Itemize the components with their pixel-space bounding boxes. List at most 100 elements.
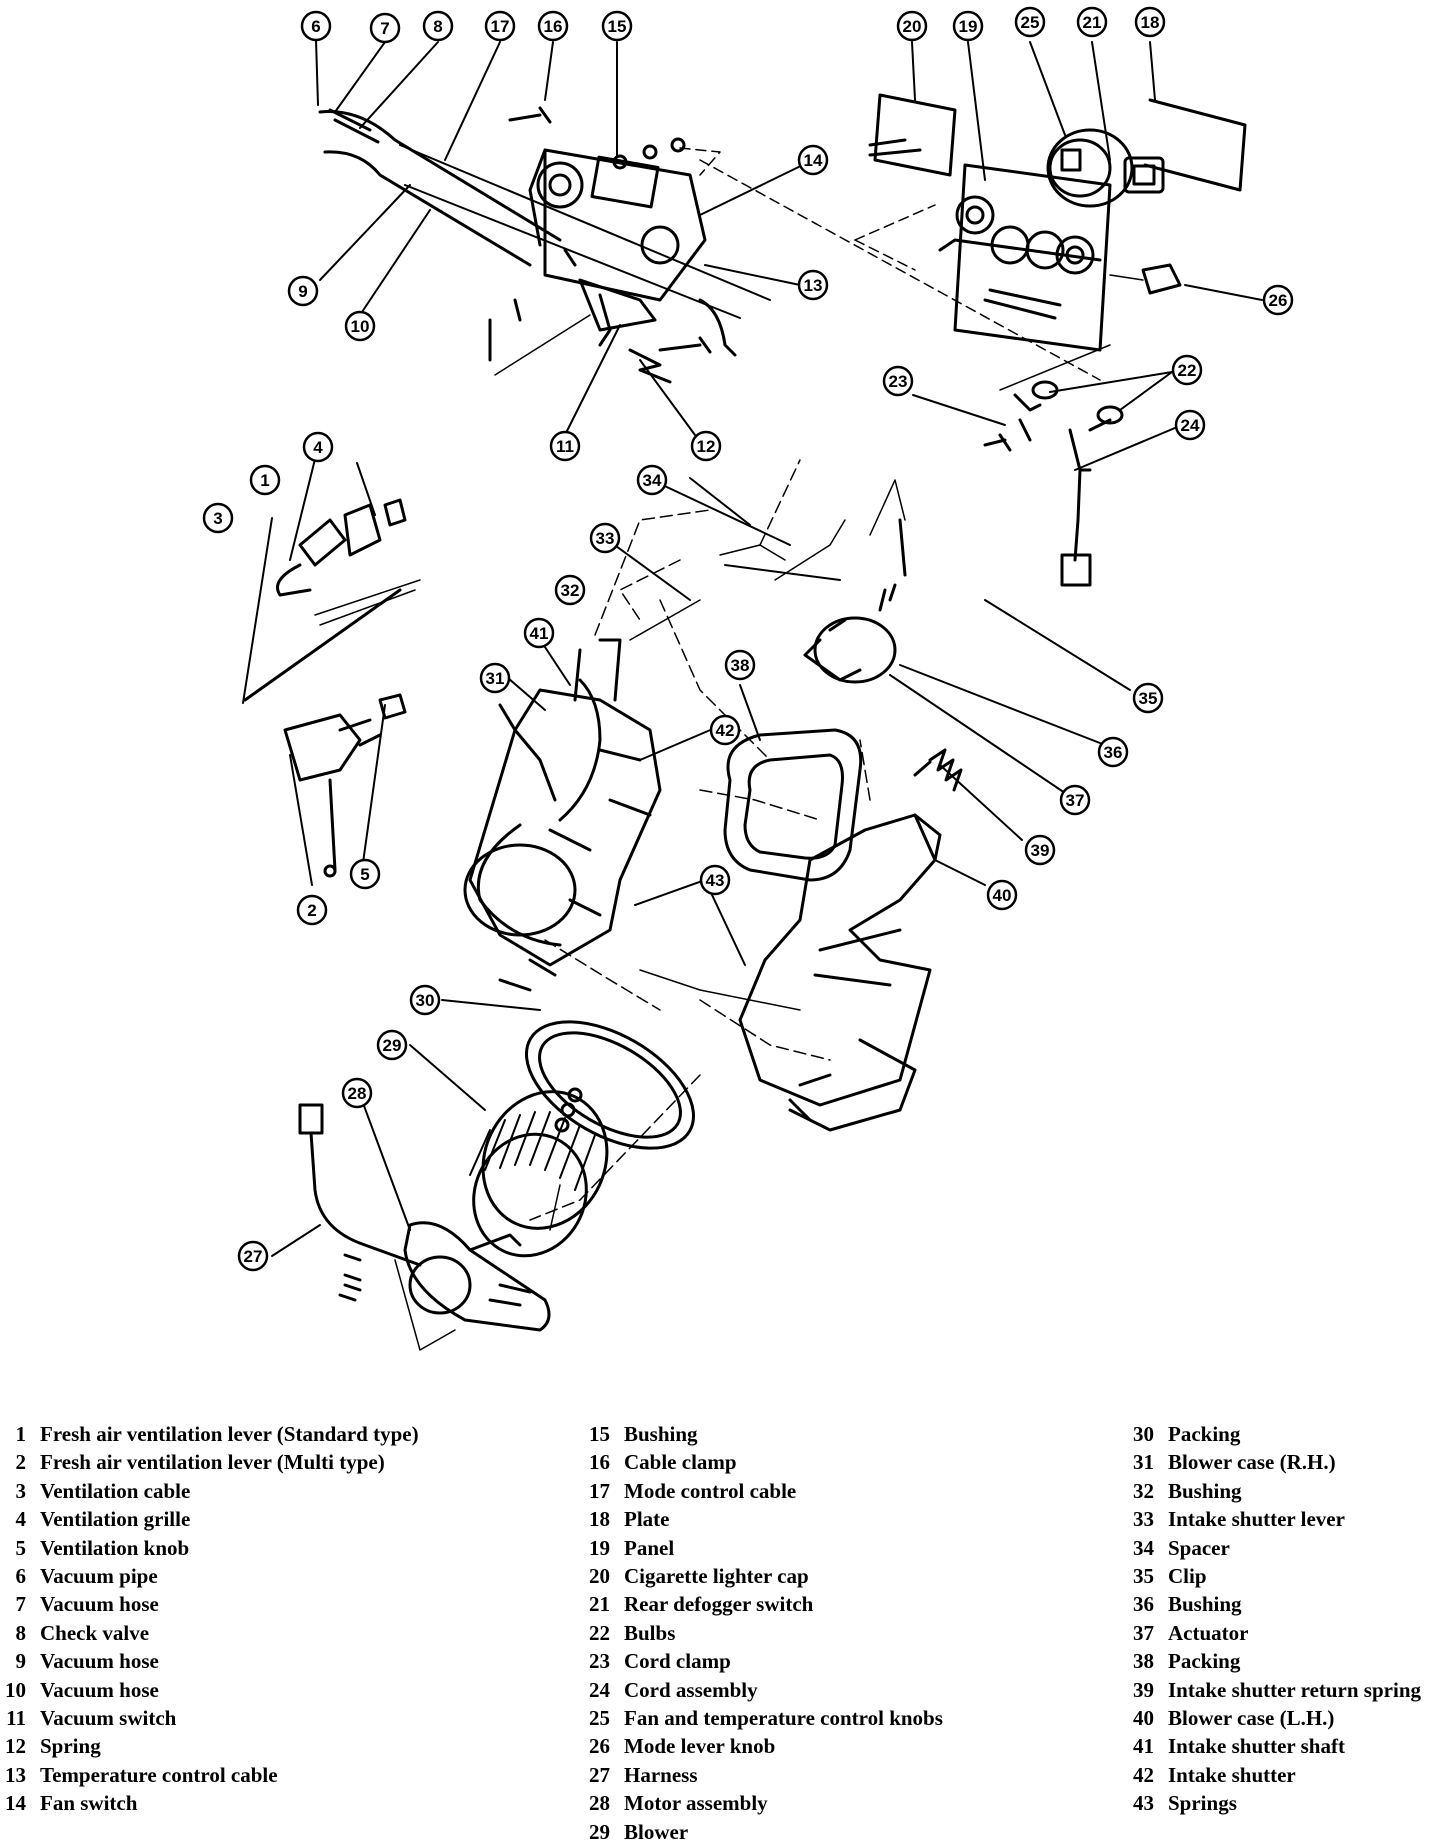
legend-item-number: 24 [589, 1677, 610, 1702]
callout-32: 32 [554, 574, 586, 606]
legend-item-number: 12 [5, 1734, 26, 1759]
callout-38: 38 [724, 649, 756, 681]
callout-17: 17 [484, 10, 516, 42]
legend-item-number: 37 [1133, 1620, 1154, 1645]
legend-item-number: 10 [5, 1677, 26, 1702]
legend-item-text: Intake shutter shaft [1168, 1734, 1345, 1759]
return-spring-drawing [913, 748, 963, 792]
callout-label: 12 [697, 437, 716, 456]
callout-label: 28 [348, 1084, 367, 1103]
legend-item-number: 5 [15, 1535, 27, 1560]
callout-22: 22 [1171, 354, 1203, 386]
legend-item-text: Fan and temperature control knobs [624, 1706, 943, 1730]
packing-drawing [723, 728, 863, 882]
callout-43: 43 [699, 864, 731, 896]
callout-label: 35 [1139, 689, 1158, 708]
callout-21: 21 [1076, 6, 1108, 38]
legend-item-number: 16 [589, 1450, 610, 1475]
packing-ring-drawing [524, 1020, 696, 1150]
blower-wheel-drawing [469, 1087, 609, 1258]
callout-39: 39 [1024, 834, 1056, 866]
callout-label: 18 [1141, 13, 1160, 32]
legend-item-number: 6 [15, 1564, 27, 1588]
callout-label: 14 [804, 151, 823, 170]
callout-14: 14 [797, 144, 829, 176]
callout-42: 42 [709, 714, 741, 746]
legend-item-text: Bushing [624, 1422, 698, 1446]
legend-item-text: Fan switch [40, 1791, 138, 1816]
callout-label: 19 [959, 17, 978, 36]
callout-label: 17 [491, 17, 510, 36]
callout-label: 37 [1066, 791, 1085, 810]
callout-33: 33 [589, 522, 621, 554]
callout-18: 18 [1134, 6, 1166, 38]
ventilation-parts-drawing [243, 498, 421, 878]
legend-item-number: 35 [1133, 1564, 1154, 1588]
legend-item-text: Intake shutter [1168, 1762, 1296, 1787]
callout-label: 40 [993, 886, 1012, 905]
callout-label: 30 [416, 991, 435, 1010]
legend-item-text: Panel [624, 1535, 675, 1560]
legend-item: 5 Ventilation knob [0, 1534, 190, 1562]
callout-26: 26 [1262, 284, 1294, 316]
callout-37: 37 [1059, 784, 1091, 816]
callout-label: 6 [311, 17, 320, 36]
callout-20: 20 [896, 10, 928, 42]
legend-item-number: 26 [589, 1734, 610, 1759]
callout-label: 23 [889, 372, 908, 391]
callout-1: 1 [249, 464, 281, 496]
legend-item-text: Ventilation knob [40, 1535, 190, 1560]
legend-item-number: 3 [15, 1478, 27, 1503]
legend-item-text: Vacuum pipe [40, 1564, 158, 1588]
callout-label: 7 [380, 19, 389, 38]
blower-case-lh-drawing [738, 813, 942, 1132]
callout-30: 30 [409, 984, 441, 1016]
callout-24: 24 [1174, 409, 1206, 441]
legend-item-text: Bulbs [624, 1620, 676, 1645]
legend-item-number: 13 [5, 1762, 26, 1787]
callout-label: 16 [544, 17, 563, 36]
legend-item-number: 43 [1133, 1791, 1154, 1816]
callout-label: 31 [486, 669, 505, 688]
callout-6: 6 [300, 10, 332, 42]
legend-item-number: 18 [589, 1507, 610, 1532]
callout-label: 5 [360, 865, 369, 884]
legend-item-text: Harness [624, 1762, 698, 1787]
legend-item-text: Spacer [1168, 1535, 1230, 1560]
legend-item-text: Actuator [1168, 1620, 1249, 1645]
callout-label: 15 [608, 17, 627, 36]
harness-drawing [298, 1103, 422, 1302]
legend-item-number: 39 [1133, 1677, 1154, 1702]
callout-label: 2 [307, 901, 316, 920]
legend-item-text: Check valve [40, 1620, 150, 1645]
callout-25: 25 [1014, 6, 1046, 38]
legend-item-number: 23 [589, 1649, 610, 1674]
legend-item-text: Cord assembly [624, 1677, 758, 1702]
callout-label: 26 [1269, 291, 1288, 310]
legend-item-number: 31 [1133, 1450, 1154, 1475]
legend-item-text: Intake shutter lever [1168, 1507, 1345, 1532]
callout-27: 27 [237, 1240, 269, 1272]
callout-28: 28 [341, 1077, 373, 1109]
legend-item-text: Fresh air ventilation lever (Multi type) [40, 1450, 385, 1475]
